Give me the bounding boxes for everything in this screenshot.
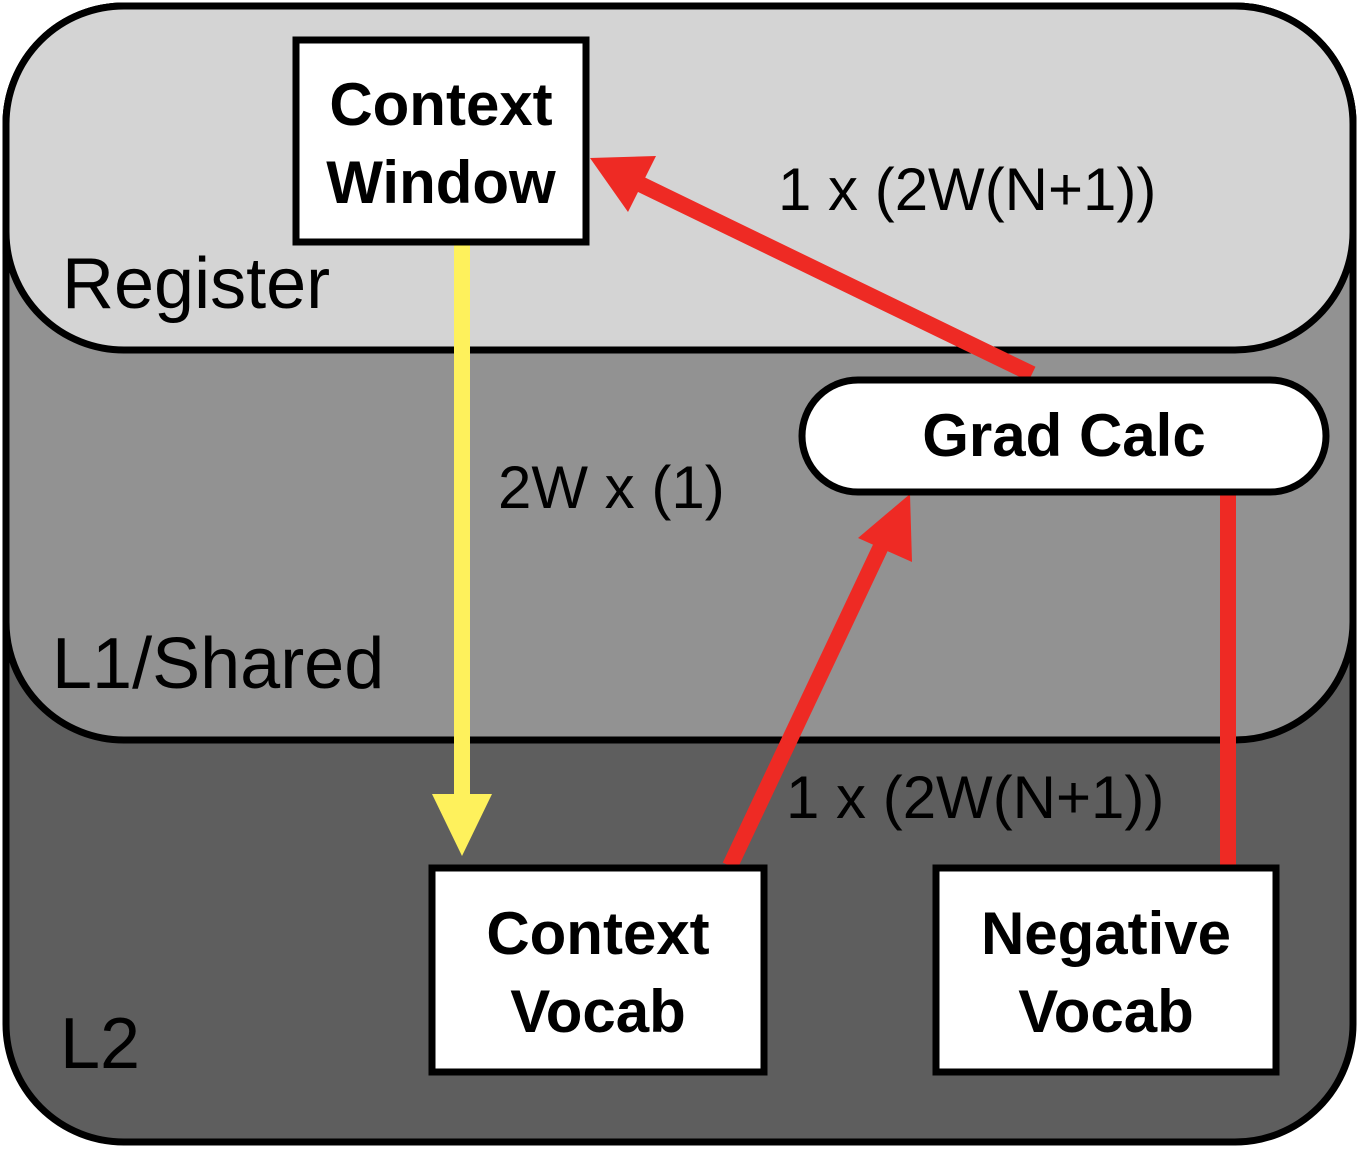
context-window-line2: Window <box>326 149 556 216</box>
edge-label-window-to-context-vocab: 2W x (1) <box>498 454 725 521</box>
edge-label-vocab-to-grad: 1 x (2W(N+1)) <box>786 764 1164 831</box>
grad-calc-label: Grad Calc <box>922 402 1205 469</box>
context-window-box: Context Window <box>292 36 590 246</box>
l2-label: L2 <box>60 1004 140 1084</box>
red-arrow-grad-to-window <box>590 156 1036 382</box>
l1-shared-label: L1/Shared <box>52 624 384 704</box>
grad-calc-node: Grad Calc <box>798 376 1330 496</box>
context-vocab-box: Context Vocab <box>428 864 768 1076</box>
negative-vocab-line1: Negative <box>981 900 1231 967</box>
negative-vocab-box: Negative Vocab <box>932 864 1280 1076</box>
red-arrow-context-vocab-to-grad <box>722 494 912 870</box>
context-vocab-line1: Context <box>486 900 709 967</box>
register-label: Register <box>62 244 330 324</box>
context-window-line1: Context <box>329 71 552 138</box>
edge-label-grad-to-window: 1 x (2W(N+1)) <box>778 156 1156 223</box>
context-vocab-line2: Vocab <box>510 978 686 1045</box>
yellow-arrow-window-to-context-vocab <box>432 245 492 856</box>
negative-vocab-line2: Vocab <box>1018 978 1194 1045</box>
